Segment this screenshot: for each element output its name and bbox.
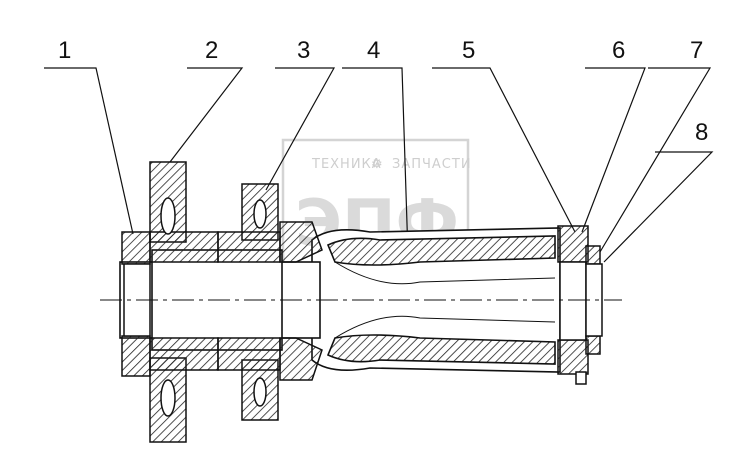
watermark-brand-left: ТЕХНИКА (311, 157, 382, 172)
left-nut (121, 231, 151, 377)
callout-5: 5 (462, 37, 475, 64)
flange-2 (217, 183, 323, 421)
callout-4: 4 (367, 37, 380, 64)
callout-7: 7 (690, 37, 703, 64)
flange-1 (149, 161, 219, 443)
right-end-assembly (557, 225, 603, 385)
callout-labels: 1 2 3 4 5 6 7 8 (58, 37, 708, 146)
callout-3: 3 (297, 37, 310, 64)
callout-6: 6 (612, 37, 625, 64)
callout-2: 2 (205, 37, 218, 64)
callout-8: 8 (695, 119, 708, 146)
watermark-gear-icon: ⚙ (371, 157, 384, 172)
watermark-brand-right: ЗАПЧАСТИ (392, 157, 472, 172)
callout-1: 1 (58, 37, 71, 64)
leader-lines (44, 67, 714, 263)
